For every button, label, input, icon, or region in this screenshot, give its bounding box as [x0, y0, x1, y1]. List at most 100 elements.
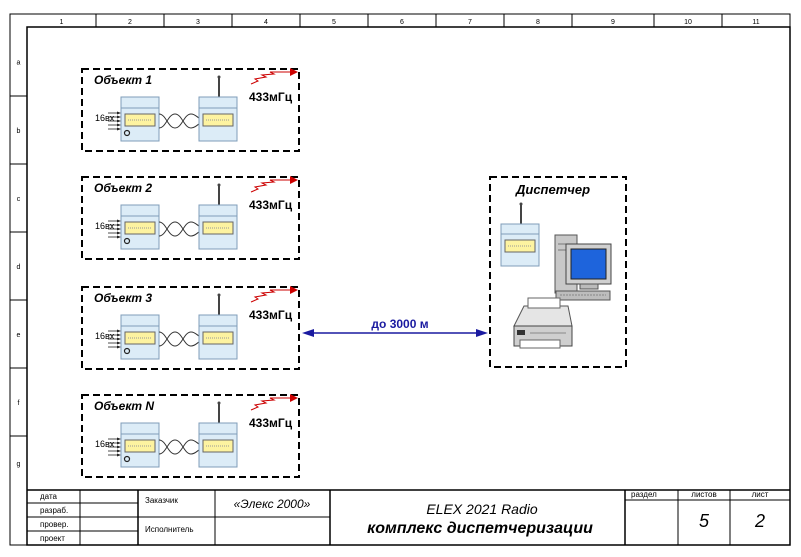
column-label: 8 [536, 19, 540, 26]
tb-label-project: проект [40, 534, 65, 543]
column-label: 5 [332, 19, 336, 26]
antenna-tip [217, 293, 221, 297]
input-arrow [117, 223, 121, 227]
object-block-4: Объект N 433мГц 16вх [81, 394, 300, 478]
input-arrow [117, 219, 121, 223]
tb-label-sheet: лист [752, 490, 769, 499]
input-arrow [117, 449, 121, 453]
inputs-label: 16вх [95, 439, 115, 449]
object-block-1: Объект 1 433мГц 16вх [81, 68, 300, 152]
controller-status-icon [123, 347, 131, 355]
tb-sheets-value: 5 [699, 511, 710, 531]
radio-wave-icon [250, 289, 294, 303]
column-label: 11 [752, 19, 759, 26]
antenna-tip [217, 401, 221, 405]
column-label: 3 [196, 19, 200, 26]
antenna-tip [217, 75, 221, 79]
controller-status-icon [123, 129, 131, 137]
inputs-label: 16вх [95, 113, 115, 123]
twisted-pair-line [158, 113, 200, 129]
controller-status-icon [123, 237, 131, 245]
frequency-label: 433мГц [249, 198, 293, 212]
input-arrow [117, 329, 121, 333]
tb-label-sheets: листов [691, 490, 716, 499]
row-label: a [17, 60, 21, 67]
row-label: b [17, 128, 21, 135]
dispatcher-frame [489, 176, 627, 368]
input-arrow [117, 227, 121, 231]
radio-wave-icon [250, 179, 294, 193]
tb-subtitle: комплекс диспетчеризации [367, 520, 593, 537]
link-arrow-left [302, 329, 314, 337]
link-connection: до 3000 м [302, 317, 488, 337]
tb-label-executor: Исполнитель [145, 525, 194, 534]
column-label: 1 [60, 19, 64, 26]
title-block: дата разраб. провер. проект Заказчик Исп… [27, 489, 790, 545]
controller-status-icon [123, 455, 131, 463]
input-arrow [117, 231, 121, 235]
row-label: g [17, 461, 21, 468]
tb-label-section: раздел [631, 490, 657, 499]
twisted-pair-line [158, 331, 200, 347]
input-arrow [117, 345, 121, 349]
radio-wave-arrowhead [290, 394, 298, 402]
link-distance-label: до 3000 м [371, 317, 428, 331]
inner-frame [26, 26, 791, 546]
twisted-pair-line [158, 221, 200, 237]
input-arrow [117, 119, 121, 123]
input-arrow [117, 445, 121, 449]
object-frame [81, 176, 300, 260]
column-label: 9 [611, 19, 615, 26]
printer-icon [513, 297, 573, 349]
dispatcher-modem-icon [500, 202, 540, 267]
input-arrow [117, 333, 121, 337]
frequency-label: 433мГц [249, 90, 293, 104]
object-frame [81, 394, 300, 478]
tb-label-checked: провер. [40, 520, 69, 529]
link-arrow-right [476, 329, 488, 337]
input-arrow [117, 115, 121, 119]
radio-wave-arrowhead [290, 286, 298, 294]
dispatcher-block: Диспетчер [489, 176, 627, 368]
input-arrow [117, 441, 121, 445]
radio-wave-arrowhead [290, 176, 298, 184]
object-title: Объект 2 [94, 181, 152, 195]
input-arrow [117, 341, 121, 345]
tb-label-date: дата [40, 492, 58, 501]
input-arrow [117, 437, 121, 441]
twisted-pair-line [158, 439, 200, 455]
tb-product: ELEX 2021 Radio [426, 501, 538, 517]
object-title: Объект 3 [94, 291, 152, 305]
radio-wave-icon [250, 71, 294, 85]
object-title: Объект 1 [94, 73, 152, 87]
radio-wave-arrowhead [290, 68, 298, 76]
row-label: e [17, 332, 21, 339]
column-label: 10 [684, 19, 692, 26]
frequency-label: 433мГц [249, 416, 293, 430]
row-label: c [17, 196, 21, 203]
column-label: 7 [468, 19, 472, 26]
object-title: Объект N [94, 399, 154, 413]
antenna-tip [217, 183, 221, 187]
computer-icon [554, 234, 612, 301]
input-arrow [117, 235, 121, 239]
input-arrow [117, 123, 121, 127]
tb-customer-name: «Элекс 2000» [234, 497, 311, 511]
column-label: 4 [264, 19, 268, 26]
column-label: 6 [400, 19, 404, 26]
input-arrow [117, 127, 121, 131]
inputs-label: 16вх [95, 331, 115, 341]
object-frame [81, 68, 300, 152]
tb-sheet-value: 2 [754, 511, 765, 531]
tb-label-developed: разраб. [40, 506, 68, 515]
dispatcher-title: Диспетчер [515, 182, 590, 197]
tb-label-customer: Заказчик [145, 496, 178, 505]
radio-wave-icon [250, 397, 294, 411]
row-label: d [17, 264, 21, 271]
